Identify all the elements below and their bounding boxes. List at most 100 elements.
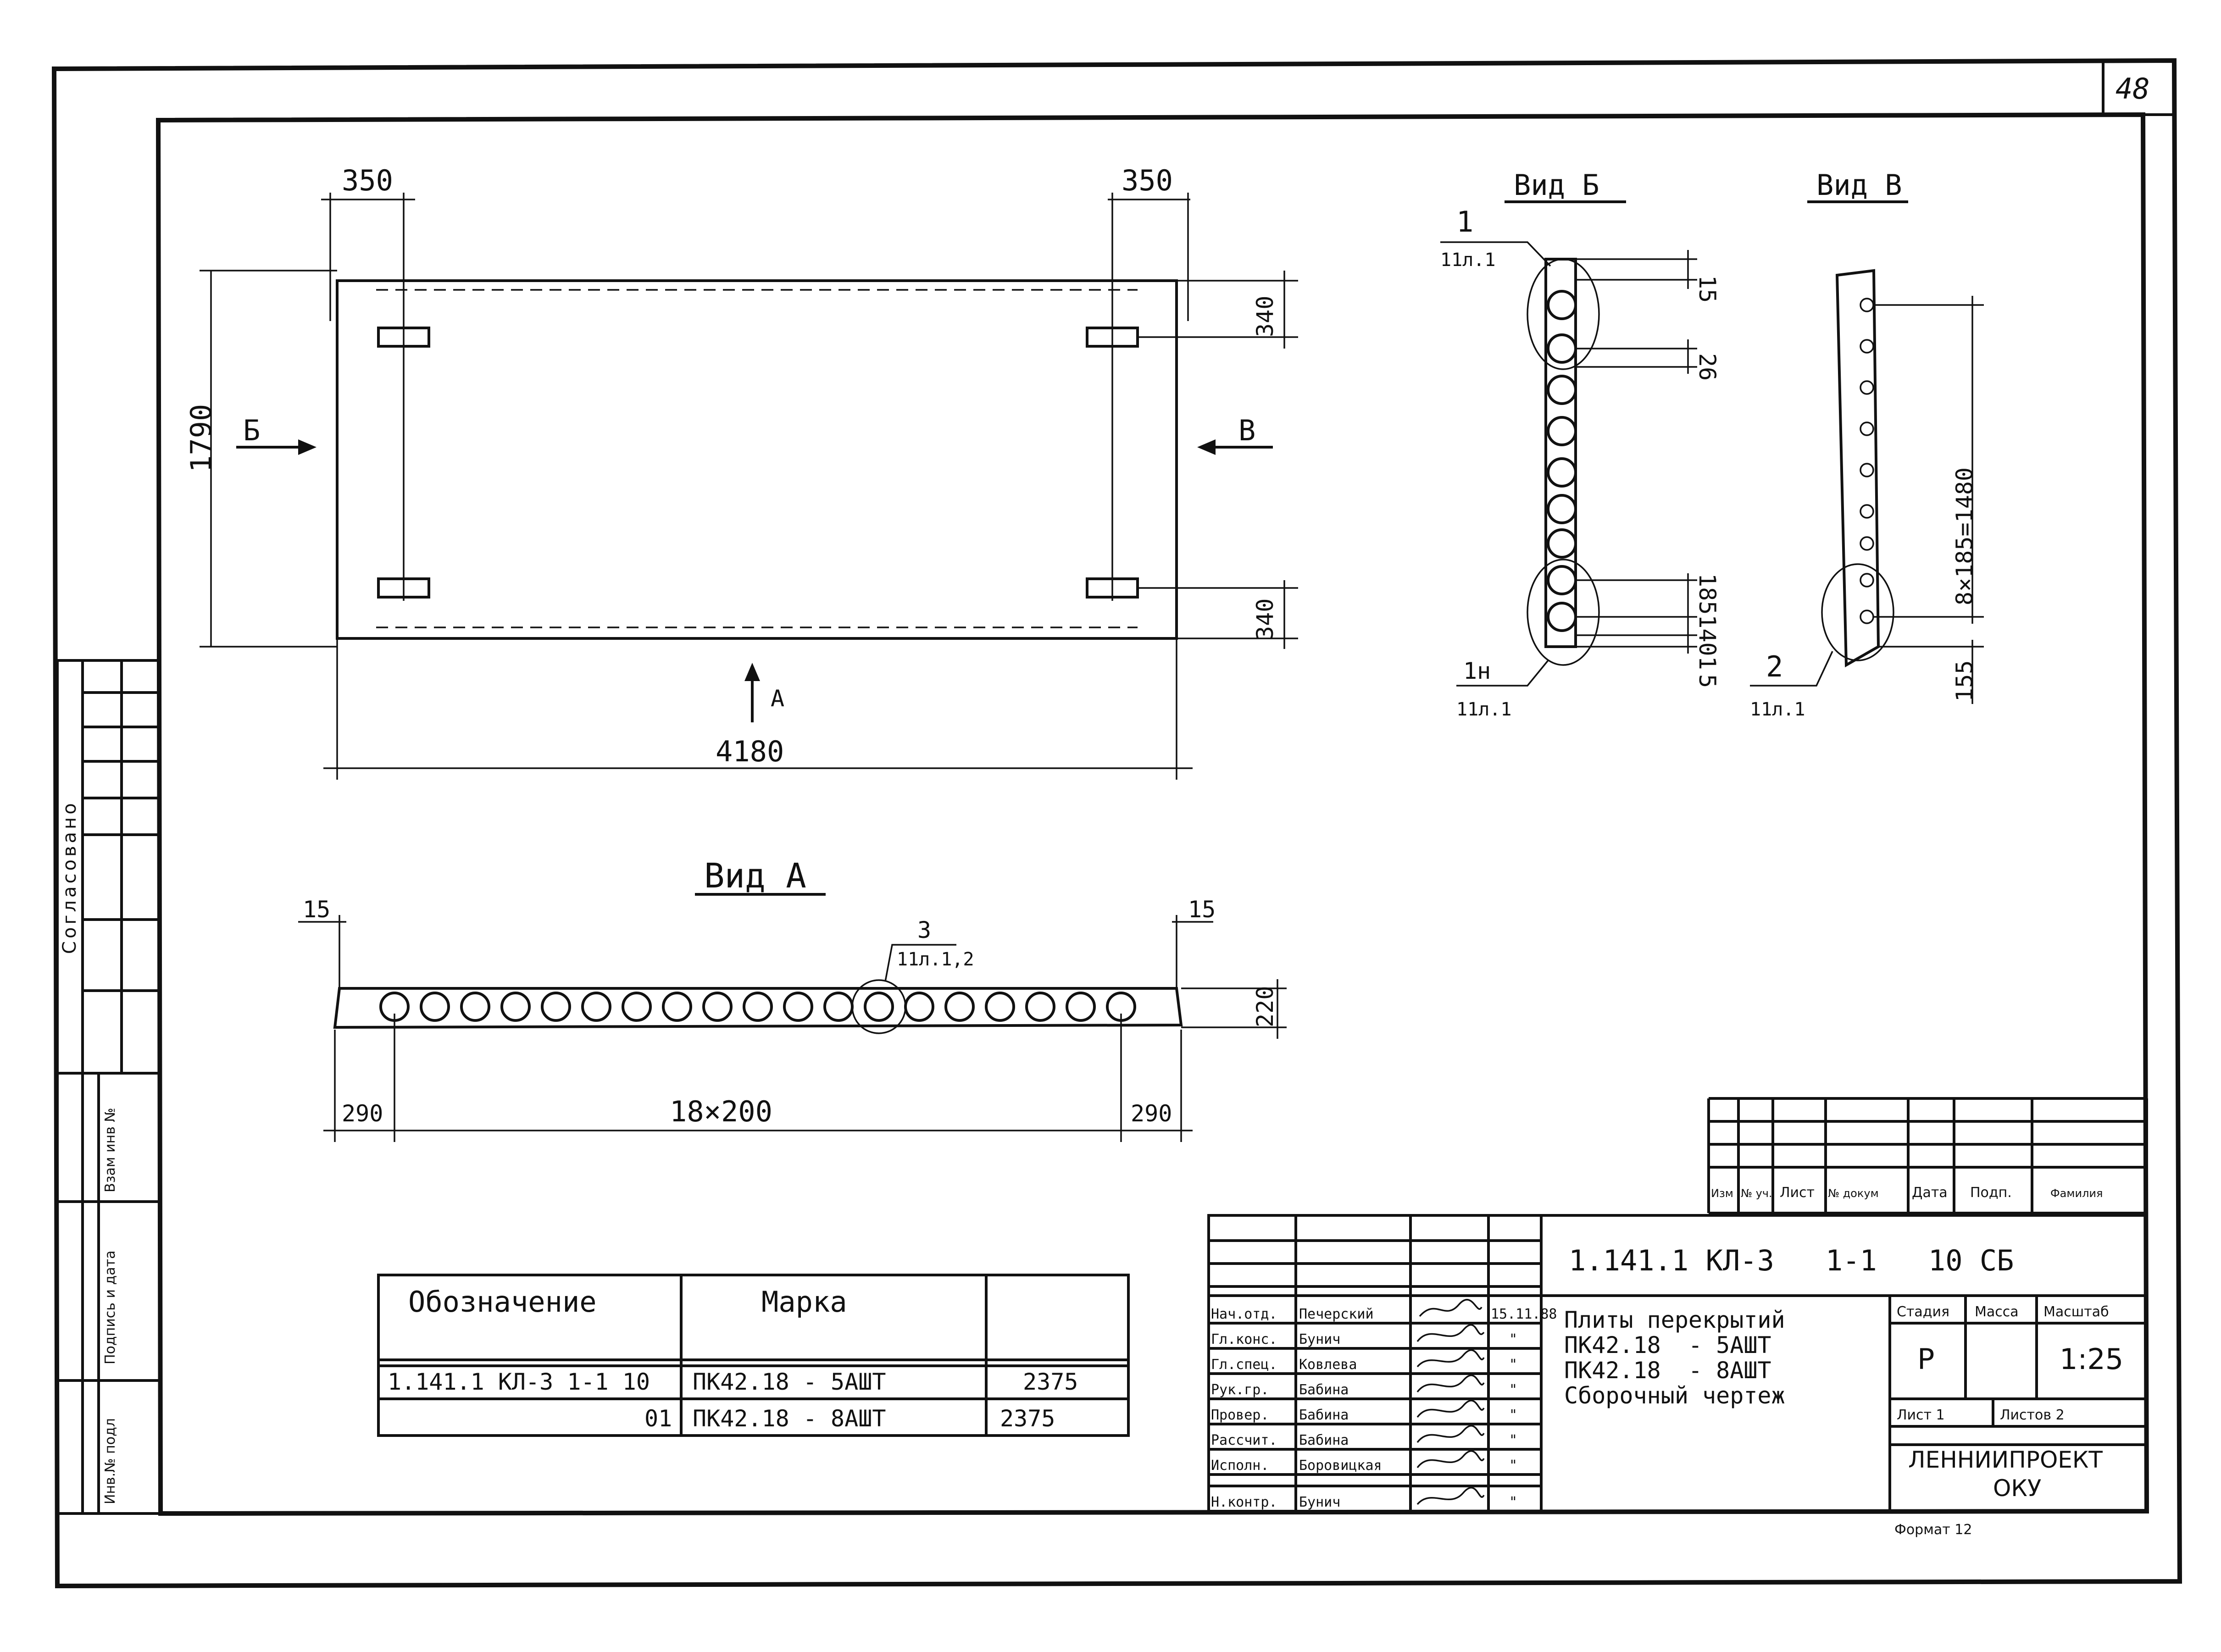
view-v-callout-2: 2	[1766, 650, 1783, 683]
arrow-b-label: Б	[243, 414, 260, 447]
spec-row-2-designation: 01	[644, 1405, 672, 1432]
dim-18x200: 18×200	[670, 1095, 772, 1128]
view-v-bars	[1860, 298, 1874, 624]
org-line-1: ЛЕННИИПРОЕКТ	[1908, 1447, 2103, 1473]
role-6: Рассчит.	[1211, 1432, 1277, 1448]
view-b-callout-1n: 1н	[1463, 658, 1491, 684]
view-a-title: Вид А	[704, 856, 806, 896]
view-v-callout-2-ref: 11л.1	[1750, 699, 1805, 720]
format-label: Формат 12	[1894, 1522, 1972, 1538]
arrow-v-label: В	[1238, 414, 1255, 447]
name-4: Бабина	[1299, 1382, 1349, 1398]
dim-350-right: 350	[1122, 164, 1173, 197]
doc-code: 1.141.1 КЛ-3 1-1 10 СБ	[1569, 1244, 2014, 1277]
view-b-title: Вид Б	[1514, 168, 1599, 202]
dim-4180: 4180	[716, 735, 784, 768]
title-line-3: ПК42.18 - 8АШТ	[1564, 1357, 1771, 1384]
plan-view: 350 350 1790 340 340 4180 Б В А	[184, 164, 1298, 780]
ditto-6: "	[1509, 1458, 1517, 1474]
name-3: Ковлева	[1299, 1357, 1357, 1373]
mass-label: Масса	[1975, 1304, 2019, 1320]
stage-value: Р	[1917, 1342, 1934, 1376]
ditto-4: "	[1509, 1407, 1517, 1423]
spec-table: Обозначение Марка 1.141.1 КЛ-3 1-1 10 ПК…	[377, 1274, 1130, 1437]
name-2: Бунич	[1299, 1331, 1340, 1347]
dim-220: 220	[1252, 986, 1278, 1027]
spec-row-1-designation: 1.141.1 КЛ-3 1-1 10	[388, 1369, 650, 1395]
callout-3-ref: 11л.1,2	[897, 949, 974, 970]
role-5: Провер.	[1211, 1407, 1269, 1423]
view-b-dim-bottom: 1851401	[1694, 573, 1721, 670]
role-4: Рук.гр.	[1211, 1382, 1269, 1398]
dim-350-left: 350	[342, 164, 393, 197]
name-8: Бунич	[1299, 1494, 1340, 1510]
sheets-label: Листов 2	[2000, 1407, 2065, 1423]
role-8: Н.контр.	[1211, 1494, 1277, 1510]
sheet-label: Лист 1	[1897, 1407, 1945, 1423]
view-b-callout-1-ref: 11л.1	[1440, 249, 1495, 271]
view-b-dim-26: 26	[1694, 353, 1721, 381]
agreed-label: Согласовано	[59, 800, 80, 954]
view-b-bars	[1547, 290, 1577, 632]
view-b-callout-1n-ref: 11л.1	[1456, 699, 1511, 720]
scale-value: 1:25	[2060, 1342, 2123, 1376]
ditto-2: "	[1509, 1357, 1517, 1373]
spec-header-mark: Марка	[761, 1285, 847, 1319]
spec-row-2-mark: ПК42.18 - 8АШТ	[693, 1405, 886, 1432]
left-approval-strip: Согласовано Взам инв № Подпись и дата Ин…	[56, 659, 158, 1515]
dim-340-top: 340	[1252, 296, 1278, 337]
stage-label: Стадия	[1897, 1304, 1949, 1320]
title-block: 1.141.1 КЛ-3 1-1 10 СБ Плиты перекрытий …	[1207, 1214, 2148, 1538]
view-v-dim-span: 8×185=1480	[1951, 467, 1978, 605]
dim-290-right: 290	[1131, 1100, 1172, 1127]
view-v: Вид В 2 11л.1 8×185=1480 155	[1750, 168, 1984, 720]
spec-header-designation: Обозначение	[408, 1285, 597, 1319]
dim-340-bottom: 340	[1252, 599, 1278, 640]
ditto-3: "	[1509, 1382, 1517, 1398]
role-7: Исполн.	[1211, 1458, 1269, 1474]
view-b-callout-1: 1	[1456, 205, 1473, 238]
view-b-dim-15: 15	[1694, 275, 1721, 303]
revision-table: Изм № уч. Лист № докум Дата Подп. Фамили…	[1707, 1097, 2148, 1214]
ditto-1: "	[1509, 1331, 1517, 1347]
role-2: Гл.конс.	[1211, 1331, 1277, 1347]
signature-marks	[1416, 1299, 1485, 1505]
view-b-dim-bottom-15: 5	[1694, 674, 1721, 688]
view-b: Вид Б 1 11л.1 1н 11л.1 15 26 1851401 5	[1440, 168, 1721, 720]
rev-header-sign: Подп.	[1970, 1185, 2012, 1201]
slab-outline	[336, 279, 1178, 640]
rev-header-name: Фамилия	[2050, 1187, 2103, 1200]
ditto-5: "	[1509, 1432, 1517, 1448]
role-1: Нач.отд.	[1211, 1306, 1277, 1322]
inv-orig-label: Инв.№ подл	[102, 1418, 118, 1504]
sign-date-label: Подпись и дата	[102, 1251, 118, 1365]
name-5: Бабина	[1299, 1407, 1349, 1423]
dim-1790: 1790	[184, 404, 218, 472]
view-v-title: Вид В	[1816, 168, 1902, 202]
title-line-4: Сборочный чертеж	[1564, 1382, 1785, 1409]
swap-inv-label: Взам инв №	[102, 1108, 118, 1192]
view-v-dim-155: 155	[1951, 660, 1978, 702]
ditto-7: "	[1509, 1494, 1517, 1510]
approval-date: 15.11.88	[1491, 1306, 1557, 1322]
void-row	[379, 979, 1136, 1034]
view-a: Вид А 15 15 220 3 11л.1,2 290 18×20	[298, 856, 1287, 1142]
title-line-2: ПК42.18 - 5АШТ	[1564, 1332, 1771, 1358]
org-line-2: ОКУ	[1993, 1475, 2041, 1502]
scale-label: Масштаб	[2043, 1304, 2109, 1320]
dim-15-left: 15	[303, 896, 330, 923]
rev-header-sheet: Лист	[1780, 1185, 1815, 1201]
sheet-number: 48	[2116, 72, 2150, 105]
name-7: Боровицкая	[1299, 1458, 1382, 1474]
dim-15-right: 15	[1188, 896, 1216, 923]
rev-header-change: Изм	[1711, 1187, 1733, 1200]
spec-row-2-mass: 2375	[1000, 1405, 1055, 1432]
title-line-1: Плиты перекрытий	[1564, 1307, 1785, 1333]
role-3: Гл.спец.	[1211, 1357, 1277, 1373]
name-6: Бабина	[1299, 1432, 1349, 1448]
spec-row-1-mass: 2375	[1023, 1369, 1078, 1395]
name-1: Печерский	[1299, 1306, 1374, 1322]
rev-header-doc: № докум	[1828, 1187, 1879, 1200]
rev-header-date: Дата	[1912, 1185, 1948, 1201]
